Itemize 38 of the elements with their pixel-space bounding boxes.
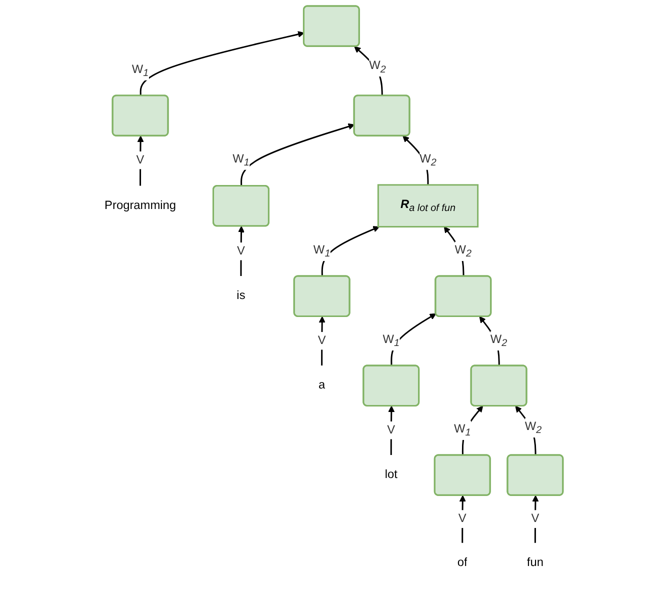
edge-label: V <box>318 334 326 347</box>
arrow <box>238 226 245 276</box>
arrow <box>444 226 464 276</box>
arrow <box>515 406 536 456</box>
node-text: of <box>457 556 468 569</box>
node-text: lot <box>384 468 398 482</box>
edge-label: W$_{2}$ <box>490 333 508 348</box>
arrow <box>388 406 395 455</box>
arrow <box>321 226 380 276</box>
arrow <box>240 123 355 186</box>
edge-label: W$_{2}$ <box>524 420 542 436</box>
node-text: a <box>318 378 326 392</box>
edge-label: V <box>531 512 540 525</box>
arrow <box>137 136 144 186</box>
arrow <box>462 406 484 456</box>
edge-label: W$_{2}$ <box>454 244 472 259</box>
arrow <box>318 316 326 366</box>
arrow <box>532 495 539 543</box>
edge-label: W$_{1}$ <box>454 422 471 438</box>
arrow <box>390 313 436 366</box>
edge-label: W$_{2}$ <box>420 152 436 168</box>
edge-label: W$_{1}$ <box>132 63 149 78</box>
edge-label: W$_{1}$ <box>232 152 250 168</box>
edge-label: V <box>136 154 144 166</box>
edge-label: W$_{1}$ <box>382 333 400 348</box>
node-text: Programming <box>104 199 176 212</box>
arrow <box>459 495 466 543</box>
node-text: fun <box>526 556 544 569</box>
edge-label: V <box>237 244 245 258</box>
arrow <box>354 46 383 96</box>
edge-label: V <box>387 424 396 436</box>
node-box: R$_{a lot of fun}$ <box>377 184 479 228</box>
arrow <box>140 31 304 96</box>
edge-label: V <box>458 512 466 525</box>
edge-label: W$_{2}$ <box>369 59 386 74</box>
node-text: is <box>236 289 246 302</box>
arrow <box>479 316 500 366</box>
edge-label: W$_{1}$ <box>313 244 330 259</box>
